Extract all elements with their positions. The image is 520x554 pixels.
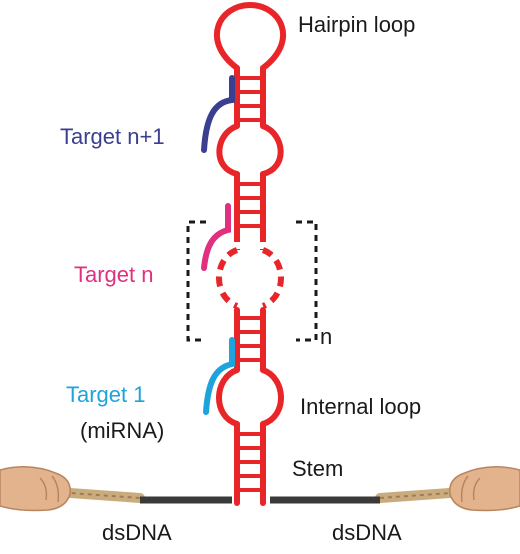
hairpin-loop-shape	[213, 1, 287, 71]
left-hand-pulling-rope-icon	[0, 466, 71, 512]
target-n-plus-1-strand	[201, 75, 235, 153]
hairpin-loop-label: Hairpin loop	[298, 12, 416, 37]
bracket-right	[296, 220, 318, 342]
bracket-left	[186, 220, 206, 342]
target-n-label: Target n	[74, 262, 154, 287]
dsdna-left-label: dsDNA	[102, 520, 172, 545]
base-pairs	[237, 76, 263, 492]
internal-loop-shape	[216, 367, 240, 427]
target-1-strand	[203, 337, 235, 415]
repeat-n-label: n	[320, 324, 333, 349]
stem-label: Stem	[292, 456, 344, 481]
target-n-strand	[201, 203, 231, 271]
target-1-label: Target 1	[66, 382, 146, 407]
internal-loop-label: Internal loop	[300, 394, 422, 419]
target-1-sublabel: (miRNA)	[80, 418, 165, 443]
dsdna-right-label: dsDNA	[332, 520, 402, 545]
target-n-plus-1-label: Target n+1	[60, 124, 165, 149]
right-hand-pulling-rope-icon	[449, 466, 520, 512]
repeated-loop	[216, 232, 284, 309]
